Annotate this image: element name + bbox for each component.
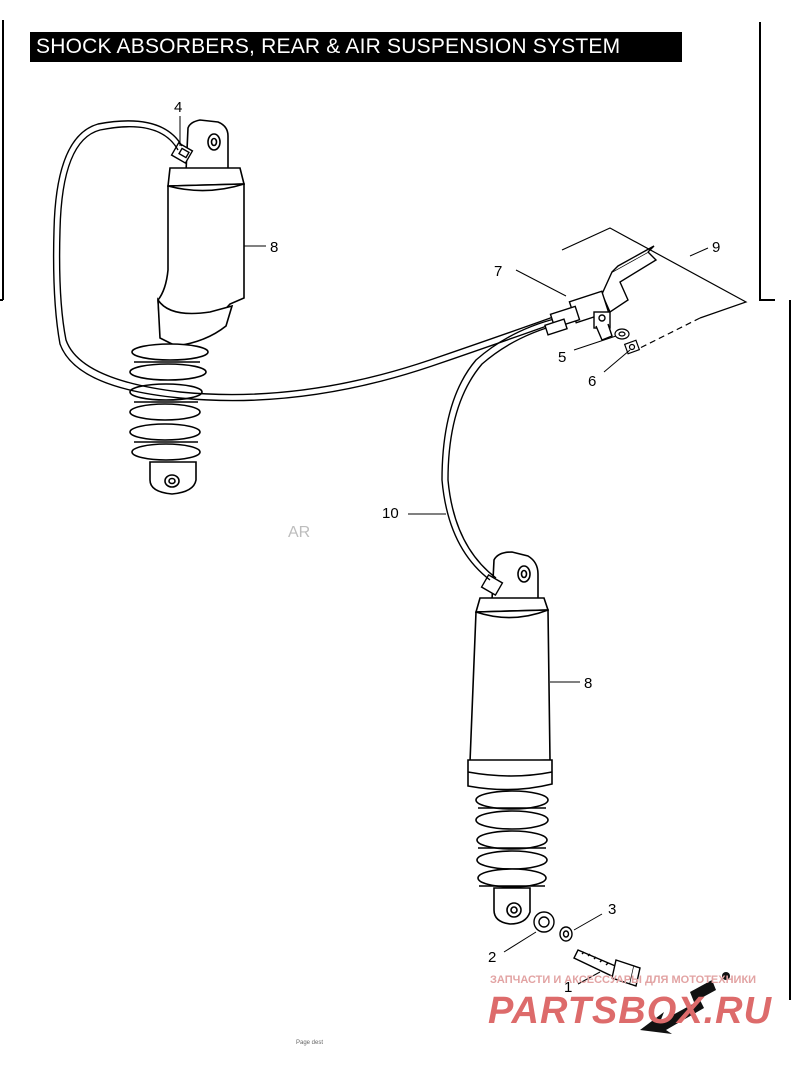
callout-7: 7 xyxy=(494,263,502,280)
watermark-caption: ЗАПЧАСТИ И АКСЕССУАРЫ ДЛЯ МОТОТЕХНИКИ xyxy=(490,974,757,986)
item-9-group-line xyxy=(561,227,748,349)
leader-lines xyxy=(179,116,709,985)
callout-10: 10 xyxy=(382,505,399,522)
page-title: SHOCK ABSORBERS, REAR & AIR SUSPENSION S… xyxy=(30,32,682,62)
washer-2 xyxy=(533,911,555,933)
bolt-1 xyxy=(573,949,641,987)
callout-4: 4 xyxy=(174,99,182,116)
left-shock-absorber xyxy=(129,119,246,495)
air-line-left xyxy=(52,120,559,402)
air-line-right xyxy=(441,317,561,581)
callout-3: 3 xyxy=(608,901,616,918)
callout-2: 2 xyxy=(488,949,496,966)
page-frame xyxy=(0,20,791,1000)
fitting-nut-6 xyxy=(623,339,641,355)
air-fitting-right xyxy=(480,573,504,597)
lockwasher-3 xyxy=(559,926,573,942)
fitting-nut-5 xyxy=(614,328,630,340)
watermark-arrow-icon xyxy=(640,972,730,1034)
callout-8-lower: 8 xyxy=(584,675,592,692)
ghost-label: AR xyxy=(288,524,310,541)
callout-8-upper: 8 xyxy=(270,239,278,256)
callout-5: 5 xyxy=(558,349,566,366)
page-footer-text: Page dest xyxy=(296,1040,324,1046)
tee-fitting-assembly xyxy=(544,245,658,341)
watermark-logo: PARTSBOX.RU xyxy=(488,990,773,1032)
right-shock-absorber xyxy=(467,551,553,925)
callout-9: 9 xyxy=(712,239,720,256)
callout-6: 6 xyxy=(588,373,596,390)
callout-1: 1 xyxy=(564,979,572,996)
